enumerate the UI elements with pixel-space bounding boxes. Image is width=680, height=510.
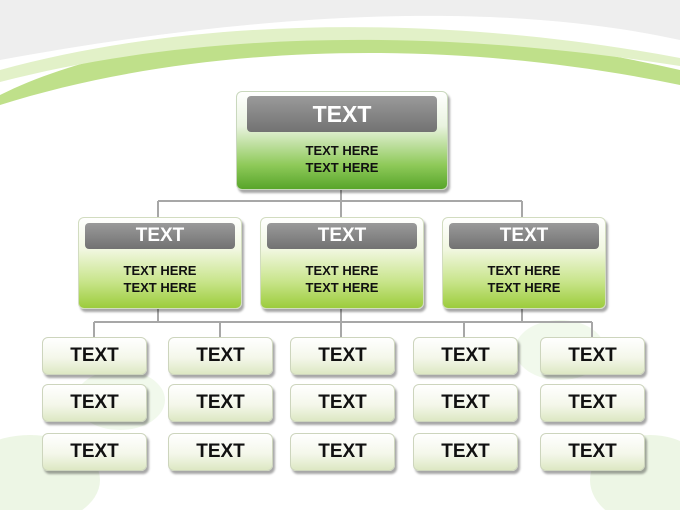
branch-node-3: TEXT TEXT HERE TEXT HERE [442,217,606,309]
leaf-label: TEXT [318,392,367,413]
branch-3-text: TEXT HERE TEXT HERE [443,262,605,296]
leaf-node-r2-c2: TEXT [168,384,273,422]
top-grey-band [0,0,680,60]
leaf-label: TEXT [441,345,490,366]
leaf-label: TEXT [441,441,490,462]
branch-2-line-2: TEXT HERE [305,280,379,295]
top-green-swoosh-highlight [0,27,680,82]
branch-3-line-1: TEXT HERE [487,263,561,278]
branch-1-line-1: TEXT HERE [123,263,197,278]
leaf-label: TEXT [568,345,617,366]
leaf-node-r1-c1: TEXT [42,337,147,375]
leaf-node-r3-c1: TEXT [42,433,147,471]
leaf-label: TEXT [441,392,490,413]
connector-lines [93,188,593,337]
leaf-label: TEXT [568,392,617,413]
leaf-label: TEXT [196,392,245,413]
leaf-node-r1-c5: TEXT [540,337,645,375]
leaf-label: TEXT [70,441,119,462]
root-title: TEXT [247,96,437,132]
leaf-node-r3-c2: TEXT [168,433,273,471]
leaf-label: TEXT [70,345,119,366]
leaf-node-r3-c5: TEXT [540,433,645,471]
root-node: TEXT TEXT HERE TEXT HERE [236,91,448,190]
leaf-node-r3-c3: TEXT [290,433,395,471]
leaf-label: TEXT [318,345,367,366]
leaf-node-r3-c4: TEXT [413,433,518,471]
leaf-node-r2-c1: TEXT [42,384,147,422]
leaf-node-r1-c3: TEXT [290,337,395,375]
root-text: TEXT HERE TEXT HERE [237,142,447,176]
leaf-label: TEXT [568,441,617,462]
leaf-label: TEXT [70,392,119,413]
leaf-node-r1-c2: TEXT [168,337,273,375]
leaf-label: TEXT [196,441,245,462]
leaf-node-r2-c5: TEXT [540,384,645,422]
branch-1-title: TEXT [85,223,235,249]
root-line-1: TEXT HERE [305,143,379,158]
branch-3-title: TEXT [449,223,599,249]
branch-2-text: TEXT HERE TEXT HERE [261,262,423,296]
leaf-label: TEXT [318,441,367,462]
leaf-node-r2-c4: TEXT [413,384,518,422]
branch-3-line-2: TEXT HERE [487,280,561,295]
leaf-label: TEXT [196,345,245,366]
branch-1-text: TEXT HERE TEXT HERE [79,262,241,296]
branch-2-line-1: TEXT HERE [305,263,379,278]
leaf-node-r2-c3: TEXT [290,384,395,422]
branch-2-title: TEXT [267,223,417,249]
leaf-node-r1-c4: TEXT [413,337,518,375]
root-line-2: TEXT HERE [305,160,379,175]
branch-node-1: TEXT TEXT HERE TEXT HERE [78,217,242,309]
branch-1-line-2: TEXT HERE [123,280,197,295]
branch-node-2: TEXT TEXT HERE TEXT HERE [260,217,424,309]
